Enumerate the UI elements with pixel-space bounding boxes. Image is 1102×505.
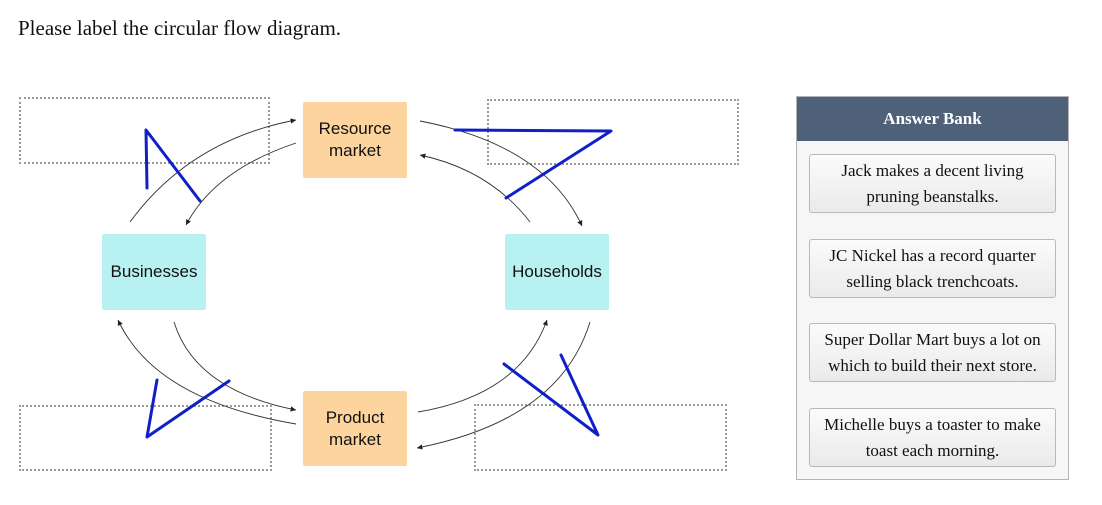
scribble-top-right <box>453 128 613 200</box>
answer-card[interactable]: JC Nickel has a record quarter selling b… <box>809 239 1056 298</box>
households-node: Households <box>505 234 609 310</box>
flow-arrows <box>117 118 613 450</box>
answer-bank-title: Answer Bank <box>797 97 1068 141</box>
circular-flow-diagram: Resource market Product market Businesse… <box>19 97 739 471</box>
arrow-resource-to-businesses <box>185 142 297 226</box>
scribble-top-left <box>144 128 202 203</box>
product-market-node: Product market <box>303 391 407 466</box>
answer-card[interactable]: Jack makes a decent living pruning beans… <box>809 154 1056 213</box>
drop-target-bottom-left[interactable] <box>19 405 272 471</box>
resource-market-node: Resource market <box>303 102 407 178</box>
drop-target-top-right[interactable] <box>487 99 739 165</box>
arrow-resource-to-households <box>419 120 583 227</box>
scribble-bottom-left <box>145 378 231 439</box>
question-prompt: Please label the circular flow diagram. <box>18 16 342 40</box>
arrow-product-to-households <box>417 319 548 413</box>
scribble-bottom-right <box>502 353 600 437</box>
arrow-product-to-businesses <box>117 319 297 425</box>
answer-bank: Answer Bank Jack makes a decent living p… <box>796 96 1069 480</box>
businesses-node: Businesses <box>102 234 206 310</box>
drop-target-top-left[interactable] <box>19 97 270 164</box>
drop-target-bottom-right[interactable] <box>474 404 727 471</box>
arrow-households-to-product <box>416 321 591 450</box>
answer-card[interactable]: Super Dollar Mart buys a lot on which to… <box>809 323 1056 382</box>
arrow-businesses-to-product <box>173 321 297 412</box>
answer-card[interactable]: Michelle buys a toaster to make toast ea… <box>809 408 1056 467</box>
arrow-households-to-resource <box>419 153 531 223</box>
arrow-businesses-to-resource <box>129 118 297 223</box>
